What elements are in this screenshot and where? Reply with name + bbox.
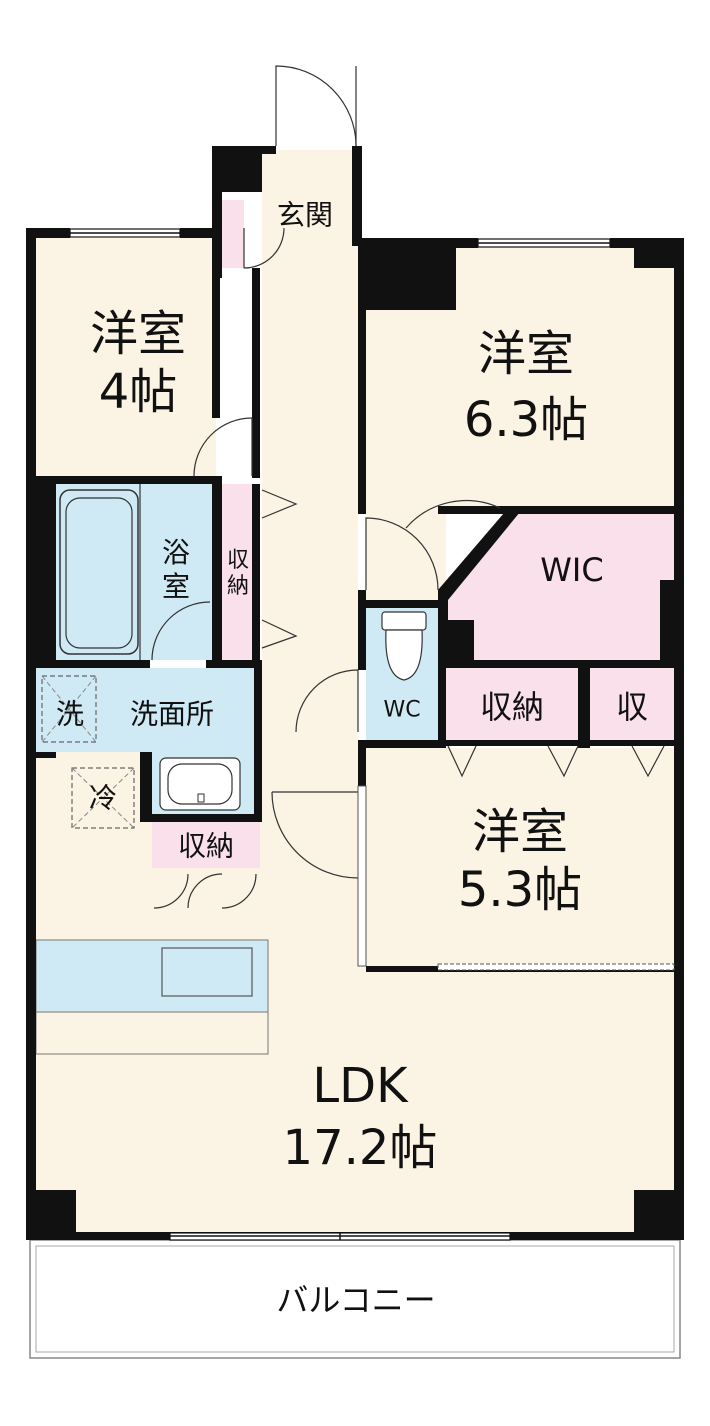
bathtub <box>59 489 139 655</box>
room-labels: 玄関 洋室 4帖 洋室 6.3帖 WIC WC 収納 収 洗 洗面所 冷 収納 … <box>56 199 648 1320</box>
kitchen-storage-label: 収納 <box>178 830 234 863</box>
fixtures <box>41 484 427 829</box>
fridge-label: 冷 <box>89 782 117 815</box>
hall-storage-label: 収納 <box>227 548 249 599</box>
toilet-icon <box>381 611 427 681</box>
kitchen-storage-floor <box>152 822 260 868</box>
kitchen-sink <box>161 947 253 997</box>
floor-fills <box>35 150 676 1235</box>
ldk-size: 17.2帖 <box>283 1120 438 1176</box>
fridge-icon <box>71 767 135 829</box>
western4-size: 4帖 <box>99 364 178 420</box>
entrance-storage-floor <box>222 200 244 268</box>
storage-right1-label: 収納 <box>480 688 544 726</box>
balcony-area <box>29 1239 681 1359</box>
washer-label: 洗 <box>56 698 84 731</box>
wic-floor <box>448 512 674 660</box>
entrance-label: 玄関 <box>277 199 333 232</box>
windows <box>69 228 611 1241</box>
western63-name: 洋室 <box>478 326 574 382</box>
closet-floor-left <box>366 508 446 606</box>
western53-name: 洋室 <box>472 804 568 860</box>
wic-label: WIC <box>540 551 603 589</box>
washroom-floor <box>36 668 254 752</box>
storage-right2-label: 収 <box>616 688 648 726</box>
hallway-floor <box>262 150 358 970</box>
vertical-labels: 浴室 収納 <box>162 536 249 603</box>
storage-right1-floor <box>446 666 578 742</box>
doors <box>151 65 675 971</box>
balcony-label: バルコニー <box>276 1281 435 1319</box>
western53-size: 5.3帖 <box>458 862 582 918</box>
western63-size: 6.3帖 <box>464 392 588 448</box>
western4-name: 洋室 <box>90 306 186 362</box>
western4-floor <box>36 238 216 478</box>
washroom-label: 洗面所 <box>130 698 214 731</box>
wc-label: WC <box>383 698 420 723</box>
storage-right2-floor <box>590 666 674 742</box>
washer-icon <box>41 675 97 743</box>
ldk-name: LDK <box>312 1058 409 1114</box>
kitchen-bar <box>35 1011 269 1055</box>
washbasin-icon <box>159 757 241 811</box>
bath-label-v: 浴室 <box>162 536 190 603</box>
western53-floor <box>366 748 674 970</box>
